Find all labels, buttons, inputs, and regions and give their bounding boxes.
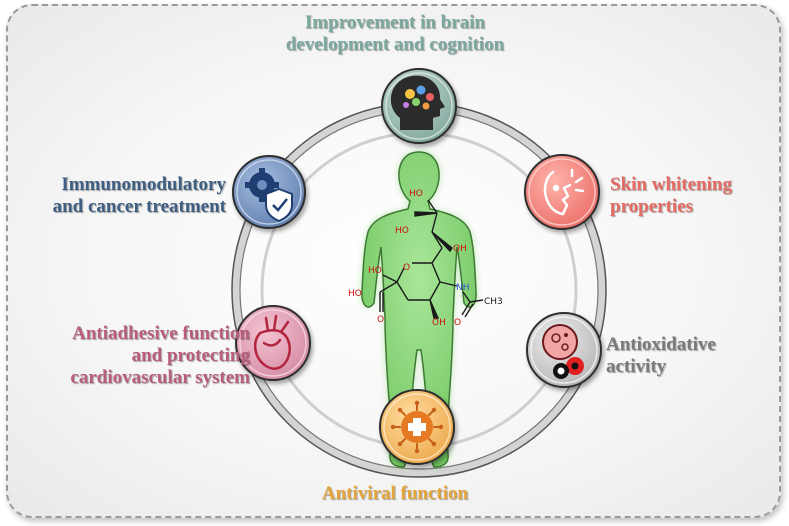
antioxidative-label-line: activity <box>606 356 667 377</box>
head-gears-icon <box>390 75 445 130</box>
antiadhesive-label-line: cardiovascular system <box>70 367 250 388</box>
antiadhesive-label-line: and protecting <box>131 345 250 366</box>
antiadhesive-label-line: Antiadhesive function <box>72 323 250 344</box>
immuno-label-line: and cancer treatment <box>52 196 226 217</box>
face-sparkle-icon <box>543 168 585 216</box>
antiviral-label-line: Antiviral function <box>321 483 469 504</box>
mol-group: HO <box>409 189 423 199</box>
mol-group: O <box>454 318 461 328</box>
gear-shield-icon <box>245 168 293 223</box>
mol-group: CH3 <box>484 297 503 307</box>
antiviral-label: Antiviral function <box>270 483 520 505</box>
virus-cross-icon <box>390 400 444 454</box>
antioxidative-label: Antioxidative activity <box>606 334 776 378</box>
molecule-labels: HO HO OH HO O NH HO OH O CH3 O <box>348 189 503 328</box>
brain-label-line: development and cognition <box>285 34 505 55</box>
brain-label: Improvement in brain development and cog… <box>215 12 575 56</box>
mol-group: O <box>377 315 384 325</box>
mol-group: OH <box>453 244 467 254</box>
skin-label-line: Skin whitening <box>610 174 732 195</box>
skin-label-line: properties <box>610 196 694 217</box>
human-body-icon <box>361 151 477 468</box>
skin-label: Skin whitening properties <box>610 174 780 218</box>
mol-group: HO <box>395 226 409 236</box>
molecule-structure <box>379 199 484 319</box>
mol-group: O <box>403 263 410 273</box>
immuno-label: Immunomodulatory and cancer treatment <box>34 174 226 218</box>
mol-group: OH <box>432 318 446 328</box>
antiadhesive-label: Antiadhesive function and protecting car… <box>30 323 250 389</box>
antioxidative-label-line: Antioxidative <box>606 334 716 355</box>
antiadhesive-node <box>235 305 311 381</box>
skin-node <box>524 154 600 230</box>
mol-group: HO <box>368 266 382 276</box>
mol-group: NH <box>456 283 470 293</box>
cell-radical-icon <box>542 324 584 379</box>
brain-label-line: Improvement in brain <box>304 12 486 33</box>
immuno-label-line: Immunomodulatory <box>61 174 226 195</box>
heart-anatomy-icon <box>253 314 291 370</box>
mol-group: HO <box>348 289 362 299</box>
